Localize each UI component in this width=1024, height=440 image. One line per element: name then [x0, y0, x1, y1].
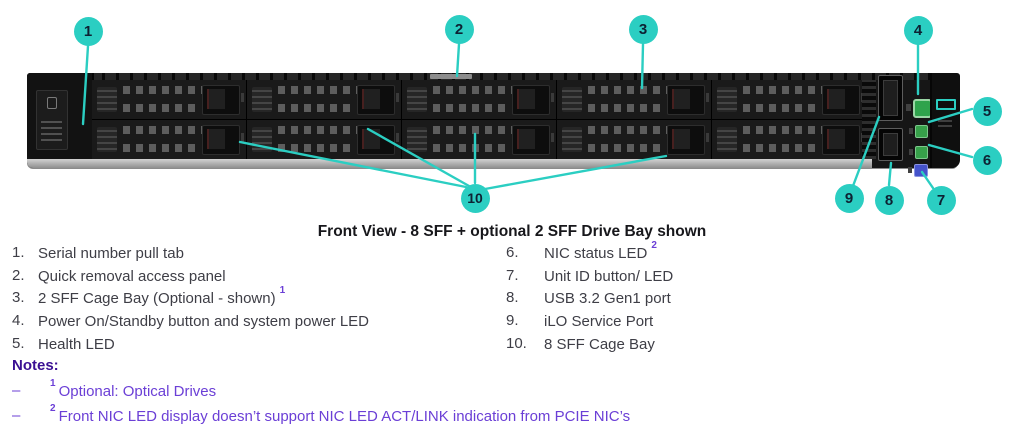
notes-heading: Notes:	[12, 357, 59, 374]
drive-tray	[402, 120, 556, 159]
callout-8: 8	[874, 185, 904, 215]
front-panel-led-column	[905, 80, 932, 177]
unit-id-button-led	[908, 164, 928, 177]
legend-item-5: 5. Health LED	[12, 335, 492, 358]
drive-bay-grid	[92, 80, 866, 159]
legend-item-label: Health LED	[38, 335, 115, 353]
legend-item-1: 1. Serial number pull tab	[12, 244, 492, 267]
callout-3: 3	[628, 14, 658, 44]
nic-status-led	[909, 146, 928, 159]
legend-item-label: Quick removal access panel	[38, 267, 226, 285]
callout-1: 1	[73, 16, 103, 46]
legend-item-3: 3. 2 SFF Cage Bay (Optional - shown)1	[12, 285, 492, 312]
footnote-marker: 2	[50, 403, 56, 414]
chassis-top-tab	[430, 74, 472, 79]
highlight-rect	[936, 99, 956, 110]
legend-item-4: 4. Power On/Standby button and system pow…	[12, 312, 492, 335]
legend-item-label: Unit ID button/ LED	[544, 267, 674, 285]
legend-item-number: 2.	[12, 266, 25, 284]
chassis-top-vent-strip	[91, 73, 932, 80]
legend-item-label: USB 3.2 Gen1 port	[544, 290, 671, 308]
legend-item-label: Serial number pull tab	[38, 245, 184, 262]
callout-9: 9	[834, 183, 864, 213]
chassis-bottom-rail	[27, 159, 872, 168]
callout-5: 5	[972, 96, 1002, 126]
legend-item-label: 8 SFF Cage Bay	[544, 335, 655, 353]
drive-tray	[92, 80, 246, 119]
legend-item-2: 2. Quick removal access panel	[12, 267, 492, 290]
server-chassis	[27, 73, 960, 177]
drive-tray-2sff-cage	[557, 120, 711, 159]
legend-item-number: 7.	[506, 266, 519, 284]
right-bezel-ear	[930, 73, 960, 168]
legend-item-number: 8.	[506, 289, 519, 307]
perforated-vent-strip	[862, 80, 876, 159]
legend-item-number: 10.	[506, 334, 527, 352]
legend-item-9: 9. iLO Service Port	[506, 312, 1006, 335]
legend-item-label: Power On/Standby button and system power…	[38, 313, 370, 331]
usb-3-2-gen1-port	[878, 128, 903, 161]
legend-item-number: 1.	[12, 244, 25, 261]
legend-item-number: 6.	[506, 244, 519, 261]
drive-tray	[247, 80, 401, 119]
legend-item-8: 8. USB 3.2 Gen1 port	[506, 289, 1006, 312]
callout-10: 10	[460, 183, 490, 213]
drive-tray	[712, 80, 866, 119]
drive-tray	[92, 120, 246, 159]
footnote-marker: 1	[50, 378, 56, 389]
callout-7: 7	[926, 185, 956, 215]
serial-number-pull-tab	[36, 90, 68, 150]
drive-tray-2sff-cage	[557, 80, 711, 119]
note-dash: –	[12, 407, 21, 424]
note-dash: –	[12, 382, 21, 399]
legend-item-label: iLO Service Port	[544, 313, 654, 331]
legend-item-label: 2 SFF Cage Bay (Optional - shown)1	[38, 285, 286, 308]
callout-6: 6	[972, 145, 1002, 175]
callout-2: 2	[444, 14, 474, 44]
legend-item-number: 5.	[12, 334, 25, 352]
legend-item-number: 3.	[12, 289, 25, 307]
legend-item-number: 4.	[12, 312, 25, 330]
legend-item-7: 7. Unit ID button/ LED	[506, 267, 1006, 290]
legend-item-number: 9.	[506, 312, 519, 330]
health-led	[909, 125, 928, 138]
figure-caption: Front View - 8 SFF + optional 2 SFF Driv…	[317, 223, 707, 240]
legend-column-left: 1. Serial number pull tab 2. Quick removal…	[12, 244, 492, 357]
drive-tray	[247, 120, 401, 159]
ilo-service-port	[878, 75, 903, 121]
left-bezel-ear	[27, 73, 94, 160]
drive-tray	[712, 120, 866, 159]
footnote-marker: 2	[651, 240, 657, 251]
legend-item-10: 10. 8 SFF Cage Bay	[506, 335, 1006, 358]
footnote-marker: 1	[279, 285, 286, 297]
drive-tray	[402, 80, 556, 119]
callout-4: 4	[903, 15, 933, 45]
server-front-view-figure: 1 2 3 4 5 6 7 8 9 10	[27, 14, 1002, 215]
